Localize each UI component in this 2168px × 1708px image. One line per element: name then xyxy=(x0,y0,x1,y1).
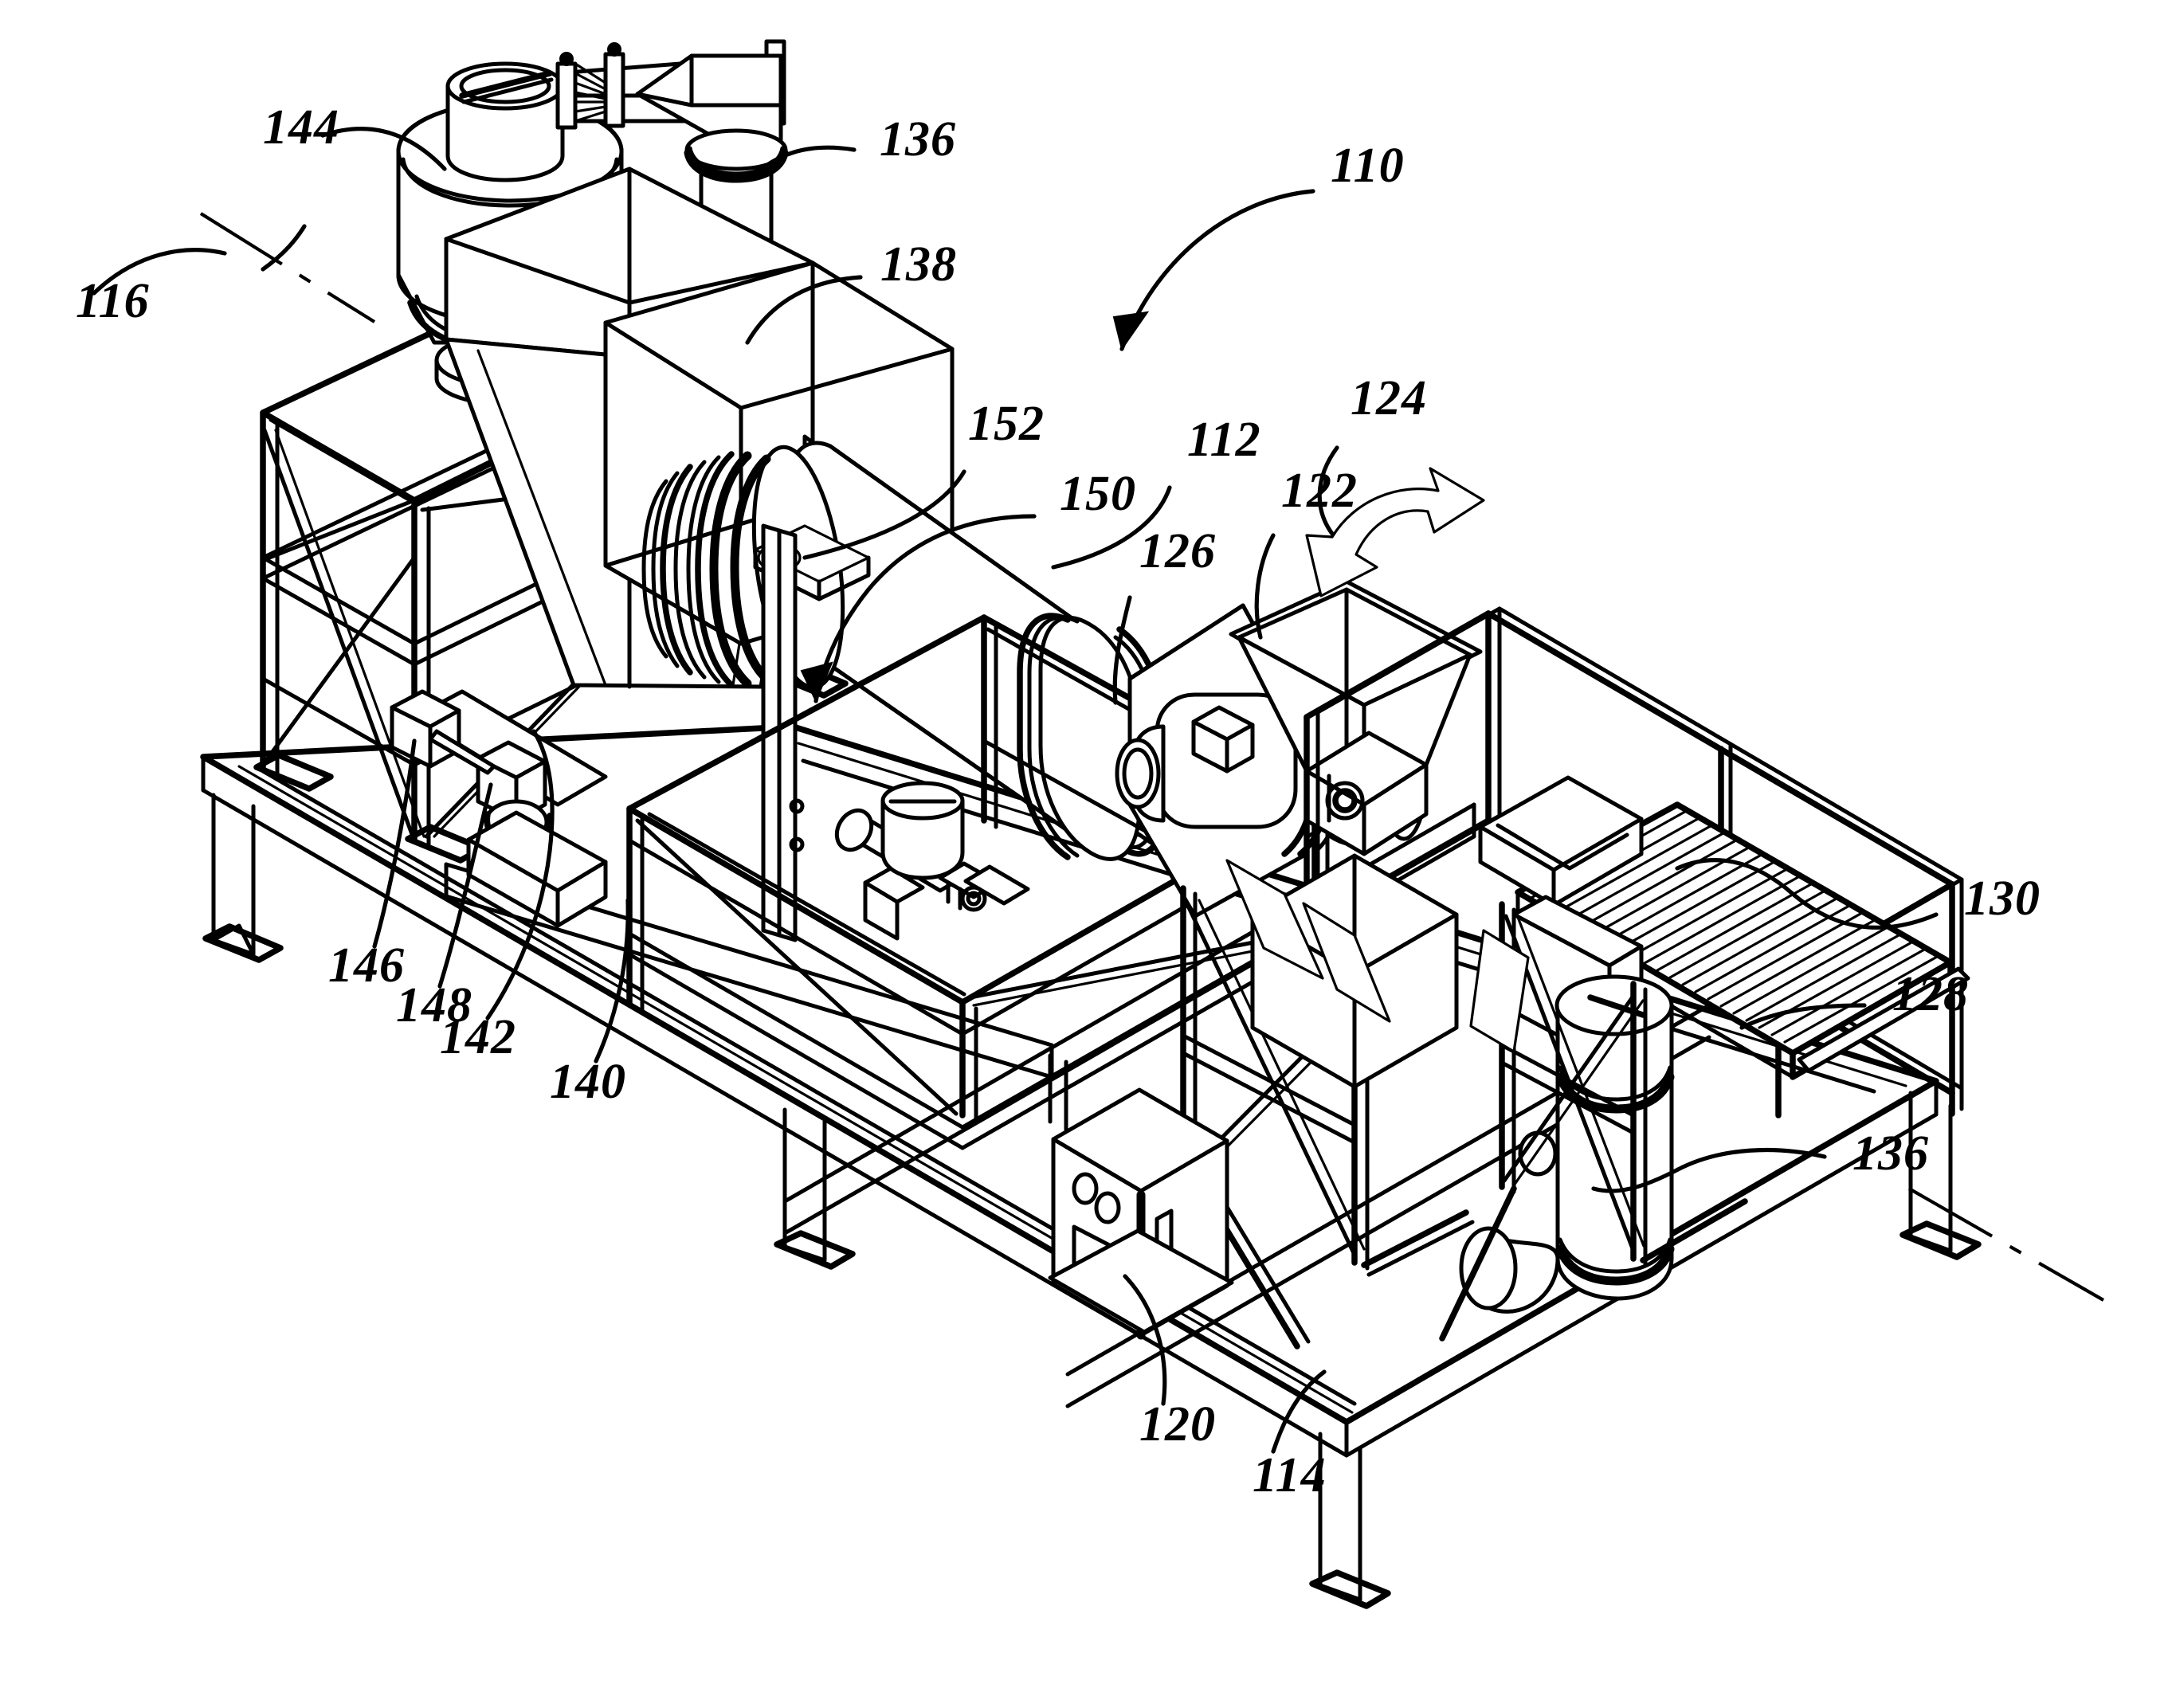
drum-support-post xyxy=(761,523,805,942)
callout-leader-146 xyxy=(372,738,417,949)
callout-label-136-bottom: 136 xyxy=(1852,1126,1929,1181)
callout-leader-126 xyxy=(1112,595,1132,705)
callout-leader-148 xyxy=(437,782,493,989)
callout-label-122: 122 xyxy=(1281,464,1358,518)
callout-leader-136-bottom xyxy=(1591,1147,2105,1302)
callout-label-120: 120 xyxy=(1139,1397,1216,1451)
callout-leader-112 xyxy=(1051,485,1172,570)
callout-label-150: 150 xyxy=(1060,467,1136,521)
callout-label-126: 126 xyxy=(1139,524,1216,578)
callout-label-116: 116 xyxy=(76,274,150,328)
platform-junction-box xyxy=(1478,775,1644,907)
callout-label-136-top: 136 xyxy=(880,112,956,166)
callout-leader-124 xyxy=(1305,445,1485,597)
callout-leader-130 xyxy=(1675,858,1939,930)
callout-label-130: 130 xyxy=(1964,872,2041,926)
callout-leader-152 xyxy=(802,469,966,560)
callout-label-128: 128 xyxy=(1892,967,1969,1021)
callout-leader-144 xyxy=(320,127,447,171)
callout-label-124: 124 xyxy=(1351,371,1427,425)
skid-piping xyxy=(880,781,965,880)
callout-label-146: 146 xyxy=(328,938,405,993)
callout-leader-150 xyxy=(800,514,1037,703)
callout-label-148: 148 xyxy=(396,978,472,1032)
callout-label-114: 114 xyxy=(1253,1448,1327,1502)
exhaust-stack xyxy=(445,61,565,182)
callout-leader-140 xyxy=(594,898,630,1064)
callout-label-144: 144 xyxy=(263,100,339,155)
callout-leader-114 xyxy=(1271,1369,1327,1454)
discharge-drop-pipe xyxy=(1459,895,1675,1314)
callout-label-138: 138 xyxy=(880,237,957,292)
deflector-plates xyxy=(1225,859,1530,1053)
callout-leader-128 xyxy=(1739,1003,1867,1030)
callout-leader-116 xyxy=(92,212,376,323)
callout-leader-120 xyxy=(1123,1274,1167,1406)
feed-hopper xyxy=(1229,579,1483,856)
callout-label-110: 110 xyxy=(1331,139,1405,193)
callout-leader-110 xyxy=(1112,189,1315,351)
callout-leader-136-top xyxy=(750,145,857,179)
callout-leader-142 xyxy=(485,729,555,1020)
callout-leader-138 xyxy=(745,275,863,345)
drum-drive-assembly xyxy=(390,689,608,928)
callout-label-152: 152 xyxy=(968,397,1045,451)
callout-label-140: 140 xyxy=(550,1055,626,1109)
callout-label-142: 142 xyxy=(440,1010,516,1064)
control-cabinet xyxy=(1048,1087,1234,1340)
callout-leader-122 xyxy=(1254,533,1276,640)
callout-label-112: 112 xyxy=(1187,413,1261,467)
